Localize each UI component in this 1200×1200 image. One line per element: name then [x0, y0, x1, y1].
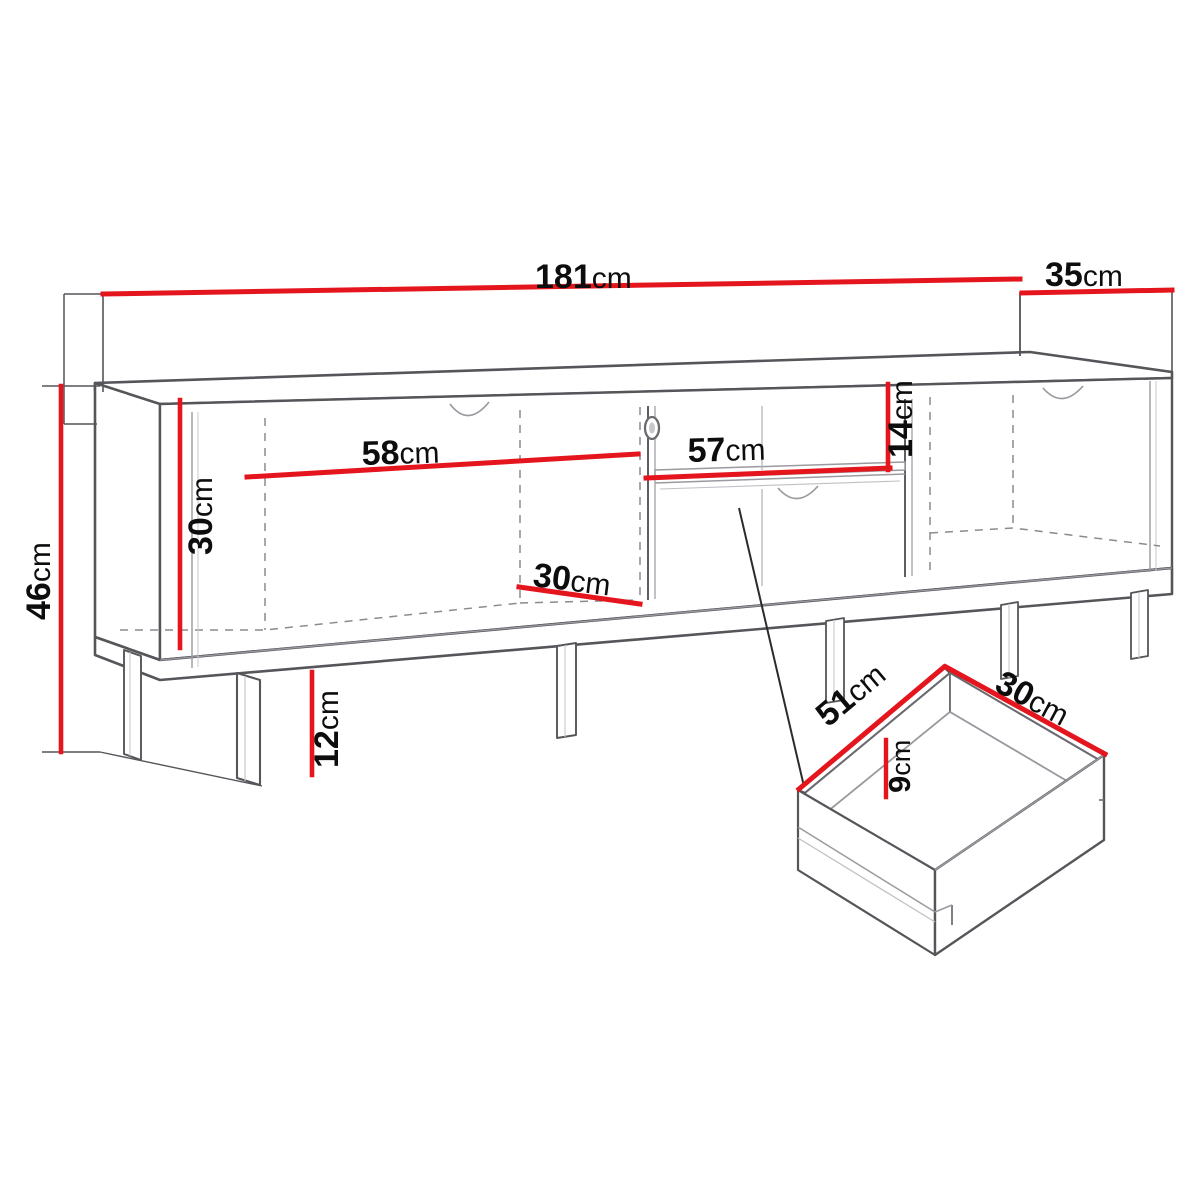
drawer-left-ledge-a: [797, 826, 936, 913]
leg-right: [1000, 601, 1019, 680]
drawer-front-top-edge: [934, 754, 1105, 871]
handle-notch-left: [449, 401, 490, 417]
drawer-left-ledge-b: [797, 837, 936, 923]
dimline-width-181: [100, 276, 1023, 297]
cabinet-left-side-panel: [93, 381, 162, 662]
leader-line-drawer: [738, 507, 807, 796]
dimension-lines: [58, 276, 1175, 778]
cabinet-bottom-inner-edge: [159, 567, 1173, 661]
label-depth-30: 30cm: [531, 556, 613, 603]
label-shelf-14: 14cm: [882, 380, 920, 458]
leg-mid: [556, 642, 577, 739]
leg-back-left: [123, 649, 142, 761]
label-height-46: 46cm: [20, 542, 58, 620]
label-width-181: 181cm: [535, 258, 632, 296]
dimline-center-57: [643, 465, 893, 481]
dimline-left-58: [244, 451, 641, 480]
cabinet-body: [93, 350, 1174, 787]
cabinet-knob: [643, 415, 661, 441]
label-left-58: 58cm: [361, 433, 440, 473]
dimline-drawer-51: [795, 663, 948, 793]
label-inner-height-30: 30cm: [182, 477, 220, 555]
leg-center-right: [825, 617, 845, 704]
label-center-57: 57cm: [687, 430, 766, 470]
cabinet-dividers: [191, 381, 1157, 668]
drawer-detail: 51cm 30cm 9cm: [795, 658, 1109, 957]
dimline-depth-35: [1019, 287, 1175, 296]
handle-notch-right: [1042, 385, 1084, 400]
left-compartment-interior: [120, 407, 641, 631]
drawer-front-step-b: [934, 904, 953, 913]
handle-notches: [449, 385, 1084, 500]
dimline-depth-30: [516, 584, 643, 607]
label-depth-35: 35cm: [1045, 256, 1123, 294]
dimline-drawer-30: [942, 663, 1109, 758]
label-drawer-9: 9cm: [882, 740, 917, 793]
dimension-labels: 181cm 35cm 46cm 30cm 58cm 30cm: [20, 256, 1123, 768]
right-compartment-interior: [929, 395, 1161, 572]
label-leg-12: 12cm: [308, 690, 346, 768]
extension-lines: [42, 292, 1173, 787]
leg-front-left: [235, 671, 262, 787]
handle-notch-center: [777, 485, 819, 500]
leg-far-right: [1130, 589, 1149, 660]
